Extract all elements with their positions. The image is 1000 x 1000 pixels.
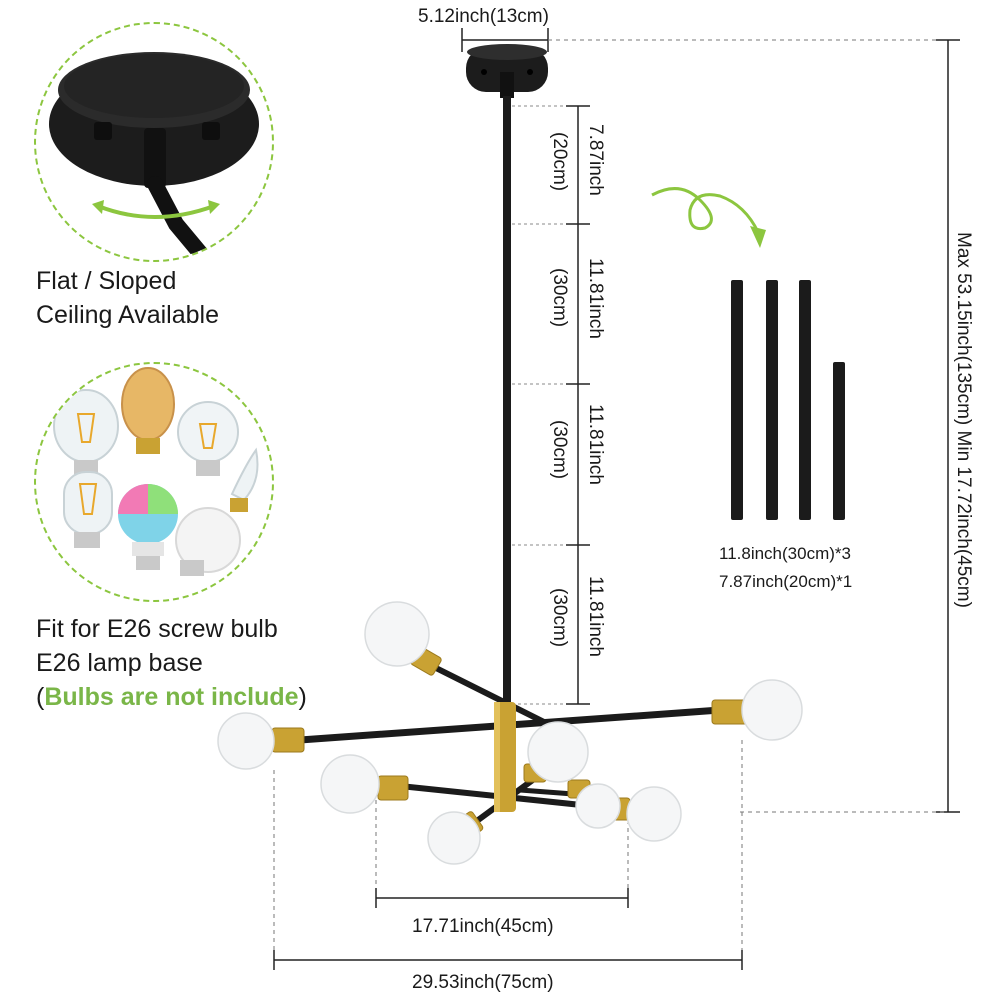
bulb-note-close: ) (298, 683, 307, 711)
bulb-line-1: Fit for E26 screw bulb (36, 615, 278, 643)
curly-arrow-icon (651, 187, 760, 233)
bulb-assortment-icon (53, 367, 259, 576)
rod-4-cm-label: (30cm) (549, 588, 570, 648)
rod-2-inch-label: 11.81inch (585, 258, 606, 339)
rod-3-cm-label: (30cm) (549, 420, 570, 480)
rod-3-inch-label: 11.81inch (585, 404, 606, 485)
ceiling-canopy-icon (49, 52, 259, 260)
mount-text: Flat / Sloped Ceiling Available (36, 264, 219, 332)
canopy-width-label: 5.12inch(13cm) (418, 6, 549, 27)
outer-width-label: 29.53inch(75cm) (412, 972, 554, 993)
rods-qty-line-1: 11.8inch(30cm)*3 (719, 544, 851, 563)
globe-bulbs (217, 601, 803, 865)
bulb-assortment-circle (34, 362, 274, 602)
bulb-note: (Bulbs are not include) (36, 680, 307, 714)
dimension-lines (273, 28, 960, 970)
inner-width-label: 17.71inch(45cm) (412, 916, 554, 937)
bulb-note-open: ( (36, 683, 45, 711)
rod-4-inch-label: 11.81inch (585, 576, 606, 657)
rods-qty-line-2: 7.87inch(20cm)*1 (719, 572, 853, 591)
rod-1-cm-label: (20cm) (549, 132, 570, 192)
mount-line-1: Flat / Sloped (36, 267, 177, 295)
canopy (466, 44, 548, 98)
rod-1-inch-label: 7.87inch (585, 124, 606, 196)
downrod (503, 96, 511, 706)
extension-rods (731, 280, 845, 520)
rod-2-cm-label: (30cm) (549, 268, 570, 328)
ceiling-mount-circle (34, 22, 274, 262)
height-range-label: Max 53.15inch(135cm) Min 17.72inch(45cm) (953, 232, 974, 608)
bulb-note-text: Bulbs are not include (44, 683, 299, 711)
mount-line-2: Ceiling Available (36, 301, 219, 329)
bulb-text: Fit for E26 screw bulb E26 lamp base (Bu… (36, 612, 307, 714)
bulb-line-2: E26 lamp base (36, 649, 203, 677)
